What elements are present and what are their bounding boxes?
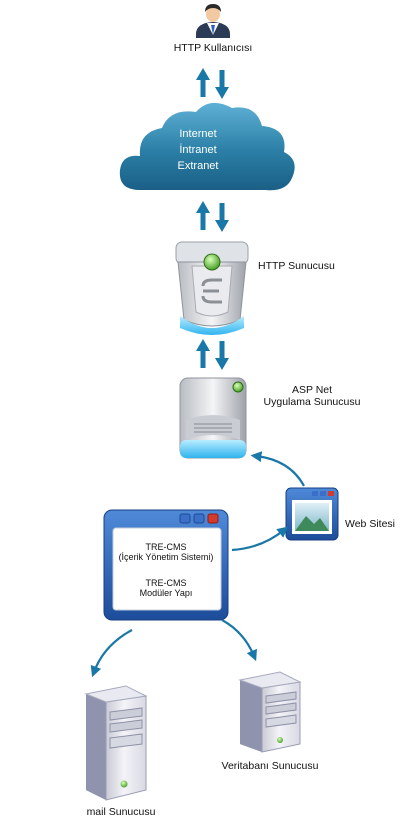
http-server-icon: [175, 241, 249, 335]
app-server-icon: [179, 377, 247, 459]
website-label: Web Sitesi: [345, 518, 395, 530]
mail-server-tower-icon: [84, 685, 148, 801]
cms-title-line1: TRE-CMS: [145, 542, 187, 552]
cloud-label-extranet: Extranet: [177, 160, 219, 172]
asp-server-label-line2: Uygulama Sunucusu: [263, 396, 361, 408]
arrow-website-to-asp: [250, 451, 305, 487]
cms-title-line2: (İçerik Yönetim Sistemi): [118, 552, 214, 562]
cloud-icon: [119, 102, 295, 191]
arrow-cms-to-website: [231, 526, 289, 552]
arrows-http-asp: [196, 339, 229, 370]
cms-window-icon: [103, 509, 229, 621]
arrow-cms-to-db: [221, 619, 257, 662]
db-server-tower-icon: [238, 671, 302, 753]
http-server-label: HTTP Sunucusu: [258, 260, 335, 272]
http-user-label: HTTP Kullanıcısı: [173, 42, 253, 54]
mail-server-label: mail Sunucusu: [86, 806, 156, 818]
arrow-cms-to-mail: [90, 629, 133, 678]
db-server-label: Veritabanı Sunucusu: [221, 760, 319, 772]
asp-server-label-line1: ASP Net: [291, 384, 333, 396]
cms-subtitle-line2: Modüler Yapı: [139, 588, 193, 598]
cloud-label-intranet: İntranet: [179, 144, 217, 156]
arrows-user-cloud: [196, 68, 229, 99]
website-window-icon: [285, 487, 339, 541]
user-avatar-icon: [196, 4, 230, 38]
cms-subtitle-line1: TRE-CMS: [145, 578, 187, 588]
arrows-cloud-http: [196, 201, 229, 232]
cloud-label-internet: Internet: [179, 128, 217, 140]
